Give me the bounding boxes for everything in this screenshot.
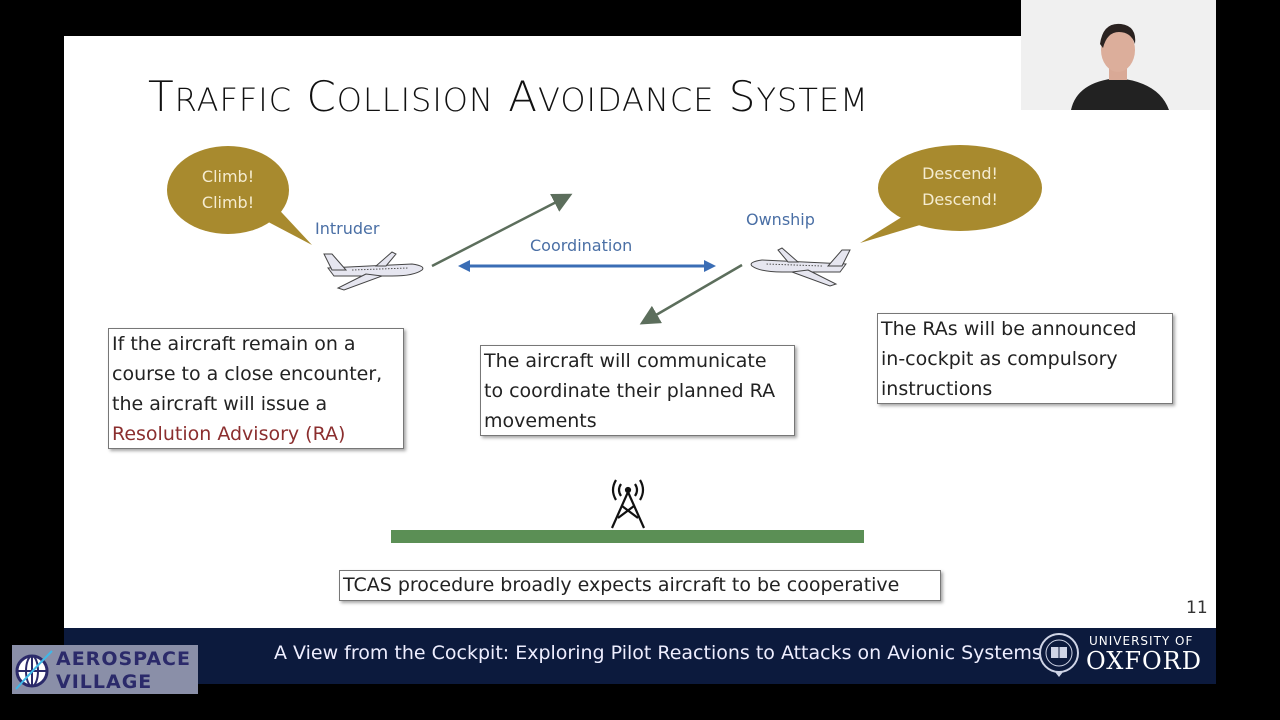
presenter-silhouette [1071,23,1169,110]
coordination-arrow [458,260,716,272]
title-word: AVOIDANCE [508,72,715,121]
cooperative-note-box: TCAS procedure broadly expects aircraft … [339,570,941,601]
page-number: 11 [1186,598,1208,618]
announcement-box: The RAs will be announced in-cockpit as … [877,313,1173,404]
ra-explanation-box: If the aircraft remain on a course to a … [108,328,404,449]
speech-bubble-left [167,146,312,245]
oxford-crest-icon [1039,633,1079,677]
intruder-climb-arrow [431,193,573,268]
title-word: SYSTEM [728,72,869,121]
aerospace-text: AEROSPACE [56,648,191,670]
bubble-right-text: Descend!Descend! [922,164,998,209]
intruder-label: Intruder [315,219,380,238]
oxford-wordmark: OXFORD [1086,647,1202,675]
radio-tower-icon [610,479,646,529]
speech-bubble-right [860,145,1042,243]
presenter-webcam [1021,0,1216,110]
globe-icon [15,650,53,690]
ra-highlight: Resolution Advisory (RA) [112,423,346,445]
ownship-descend-arrow [639,263,743,325]
slide-footer [64,628,1216,684]
ground-bar [391,530,864,543]
village-text: VILLAGE [56,671,153,693]
intruder-airplane-icon [323,251,424,291]
talk-title: A View from the Cockpit: Exploring Pilot… [274,642,1042,664]
oxford-university-of: UNIVERSITY OF [1089,634,1194,648]
title-word: COLLISION [306,72,494,121]
coordination-label: Coordination [530,236,633,255]
ownship-label: Ownship [746,210,815,229]
ownship-airplane-icon [750,247,851,287]
slide-title: TRAFFIC COLLISION AVOIDANCE SYSTEM [148,72,869,121]
communication-box: The aircraft will communicate to coordin… [480,345,795,436]
bubble-left-text: Climb!Climb! [201,167,255,212]
aerospace-village-logo: AEROSPACE VILLAGE [12,645,198,694]
title-word: TRAFFIC [148,72,293,121]
